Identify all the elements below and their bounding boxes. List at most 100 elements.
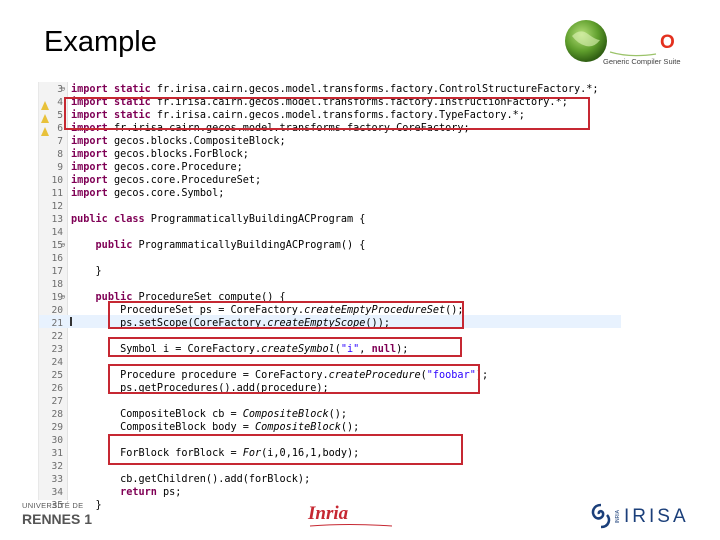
code-line[interactable]: 20 ProcedureSet ps = CoreFactory.createE…: [39, 304, 621, 317]
code-line[interactable]: 28 CompositeBlock cb = CompositeBlock();: [39, 408, 621, 421]
line-number: 12: [51, 201, 63, 212]
code-text: import static fr.irisa.cairn.gecos.model…: [71, 83, 599, 96]
code-token: CompositeBlock body =: [71, 422, 256, 433]
code-token: gecos.core.Symbol;: [107, 188, 225, 199]
code-line[interactable]: 3⊖import static fr.irisa.cairn.gecos.mod…: [39, 83, 621, 96]
code-token: gecos.core.ProcedureSet;: [107, 175, 262, 186]
code-token: [71, 240, 96, 251]
fold-toggle-icon[interactable]: ⊖: [61, 293, 66, 301]
code-line[interactable]: 29 CompositeBlock body = CompositeBlock(…: [39, 421, 621, 434]
code-token: (: [334, 344, 341, 355]
code-token: (i,0,16,1,body);: [261, 448, 360, 459]
code-token: fr.irisa.cairn.gecos.model.transforms.fa…: [150, 84, 599, 95]
line-number: 10: [51, 175, 63, 186]
highlight-box-procedure-set: [108, 301, 464, 329]
code-line[interactable]: 26 ps.getProcedures().add(procedure);: [39, 382, 621, 395]
code-line[interactable]: 25 Procedure procedure = CoreFactory.cre…: [39, 369, 621, 382]
code-line[interactable]: 23 Symbol i = CoreFactory.createSymbol("…: [39, 343, 621, 356]
line-number: 8: [57, 149, 63, 160]
code-token: );: [396, 344, 409, 355]
code-line[interactable]: 16: [39, 252, 621, 265]
gecos-logo: O Generic Compiler Suite: [565, 20, 681, 66]
line-number: 26: [51, 383, 63, 394]
line-number: 16: [51, 253, 63, 264]
code-token: ();: [328, 409, 348, 420]
fold-toggle-icon[interactable]: ⊖: [61, 85, 66, 93]
code-line[interactable]: 33 cb.getChildren().add(forBlock);: [39, 473, 621, 486]
line-number: 25: [51, 370, 63, 381]
code-text: Symbol i = CoreFactory.createSymbol("i",…: [71, 343, 408, 356]
code-line[interactable]: 22: [39, 330, 621, 343]
code-token: (: [420, 370, 427, 381]
code-line[interactable]: 21 ps.setScope(CoreFactory.createEmptySc…: [39, 317, 621, 330]
highlight-box-imports: [64, 97, 590, 130]
keyword-token: import: [71, 136, 108, 147]
university-rennes-top: UNIVERSITÉ DE: [22, 501, 84, 510]
code-line[interactable]: 18: [39, 278, 621, 291]
code-line[interactable]: 8 import gecos.blocks.ForBlock;: [39, 148, 621, 161]
code-token: [71, 487, 120, 498]
code-line[interactable]: 12: [39, 200, 621, 213]
line-number-gutter: [39, 82, 68, 500]
method-token: CompositeBlock: [255, 422, 341, 433]
code-token: [71, 292, 96, 303]
method-token: createEmptyScope: [267, 318, 366, 329]
code-token: fr.irisa.cairn.gecos.model.transforms.fa…: [150, 97, 568, 108]
code-text: }: [71, 265, 102, 278]
code-line[interactable]: 14: [39, 226, 621, 239]
code-token: fr.irisa.cairn.gecos.model.transforms.fa…: [150, 110, 525, 121]
code-line[interactable]: 17 }: [39, 265, 621, 278]
code-token: ProgrammaticallyBuildingACProgram {: [144, 214, 366, 225]
code-line[interactable]: 35 }: [39, 499, 621, 512]
code-line[interactable]: 15⊖ public ProgrammaticallyBuildingACPro…: [39, 239, 621, 252]
code-line[interactable]: 4 import static fr.irisa.cairn.gecos.mode…: [39, 96, 621, 109]
code-text: import static fr.irisa.cairn.gecos.model…: [71, 96, 568, 109]
code-line[interactable]: 24: [39, 356, 621, 369]
code-line[interactable]: 32: [39, 460, 621, 473]
code-line[interactable]: 34 return ps;: [39, 486, 621, 499]
line-number: 14: [51, 227, 63, 238]
code-text: Procedure procedure = CoreFactory.create…: [71, 369, 488, 382]
code-text: import gecos.blocks.CompositeBlock;: [71, 135, 286, 148]
current-line-highlight: [39, 315, 621, 328]
irisa-logo: INRIA IRISA: [589, 501, 701, 533]
line-number: 11: [51, 188, 63, 199]
keyword-token: static: [113, 110, 151, 121]
code-token: }: [71, 500, 102, 511]
code-line[interactable]: 31 ForBlock forBlock = For(i,0,16,1,body…: [39, 447, 621, 460]
code-line[interactable]: 27: [39, 395, 621, 408]
method-token: CompositeBlock: [242, 409, 329, 420]
code-editor[interactable]: 3⊖import static fr.irisa.cairn.gecos.mod…: [38, 82, 621, 511]
method-token: createSymbol: [261, 344, 335, 355]
keyword-token: import: [71, 110, 108, 121]
code-line[interactable]: 11 import gecos.core.Symbol;: [39, 187, 621, 200]
code-token: ());: [365, 318, 390, 329]
code-line[interactable]: 19⊖ public ProcedureSet compute() {: [39, 291, 621, 304]
code-text: ForBlock forBlock = For(i,0,16,1,body);: [71, 447, 359, 460]
line-number: 9: [57, 162, 63, 173]
code-token: ps.getProcedures().add(procedure);: [71, 383, 329, 394]
code-text: import gecos.core.Symbol;: [71, 187, 224, 200]
code-token: CompositeBlock cb =: [71, 409, 243, 420]
code-line[interactable]: 30: [39, 434, 621, 447]
line-number: 22: [51, 331, 63, 342]
code-text: import gecos.core.ProcedureSet;: [71, 174, 261, 187]
warning-icon: [41, 127, 49, 136]
code-text: CompositeBlock body = CompositeBlock();: [71, 421, 359, 434]
gecos-badge: O: [660, 32, 675, 53]
warning-icon: [41, 101, 49, 110]
code-text: import gecos.blocks.ForBlock;: [71, 148, 249, 161]
code-text: ps.setScope(CoreFactory.createEmptyScope…: [71, 317, 390, 330]
code-line[interactable]: 10 import gecos.core.ProcedureSet;: [39, 174, 621, 187]
code-text: public ProcedureSet compute() {: [71, 291, 286, 304]
line-number: 31: [51, 448, 63, 459]
line-number: 23: [51, 344, 63, 355]
inria-underline: [309, 524, 393, 527]
line-number: 4: [57, 97, 63, 108]
code-token: Symbol i = CoreFactory.: [71, 344, 262, 355]
fold-toggle-icon[interactable]: ⊖: [61, 241, 66, 249]
